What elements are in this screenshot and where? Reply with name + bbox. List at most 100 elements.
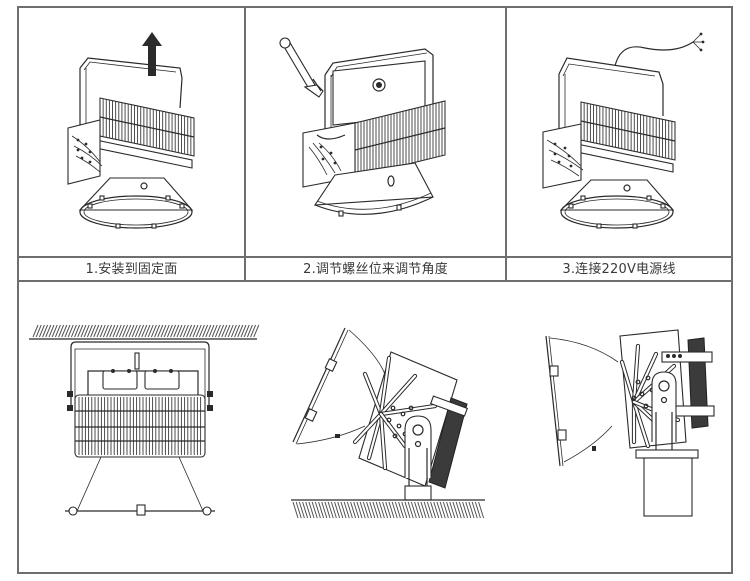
floor-mount-illustration — [285, 318, 485, 523]
hatch-line — [378, 501, 385, 519]
driver-cylinder — [428, 395, 468, 489]
hatch-line — [439, 501, 446, 519]
reflector-lamp — [313, 162, 434, 217]
hatch-line — [38, 324, 45, 338]
step-3-caption: 3.连接220V电源线 — [562, 262, 676, 277]
hatch-line — [157, 324, 164, 338]
step-2-illustration — [275, 35, 455, 235]
hatch-line — [426, 501, 433, 519]
hatch-line — [125, 324, 132, 338]
hatch-line — [83, 324, 90, 338]
hatch-line — [246, 324, 253, 338]
hatch-line — [449, 501, 456, 519]
hatch-line — [388, 501, 395, 519]
hatch-line — [324, 501, 331, 519]
heatsink — [354, 100, 446, 178]
hatch-line — [227, 324, 234, 338]
hatch-line — [224, 324, 231, 338]
hatch-line — [253, 324, 260, 338]
hatch-line — [42, 324, 49, 338]
hatch-line — [208, 324, 215, 338]
hatch-line — [186, 324, 193, 338]
hatch-line — [458, 501, 465, 519]
hatch-line — [202, 324, 209, 338]
hatch-line — [292, 501, 299, 519]
hatch-line — [372, 501, 379, 519]
hatch-line — [67, 324, 74, 338]
hatch-line — [32, 324, 39, 338]
hatch-line — [77, 324, 84, 338]
hatch-line — [189, 324, 196, 338]
hatch-line — [468, 501, 475, 519]
hatch-line — [144, 324, 151, 338]
hatch-line — [398, 501, 405, 519]
ground-surface — [291, 499, 485, 519]
power-cable — [614, 32, 705, 67]
hatch-line — [353, 501, 360, 519]
hatch-line — [343, 501, 350, 519]
hatch-line — [465, 501, 472, 519]
pedestal — [635, 449, 699, 517]
hatch-line — [305, 501, 312, 519]
hatch-line — [366, 501, 373, 519]
hatch-line — [182, 324, 189, 338]
hatch-line — [302, 501, 309, 519]
hatch-line — [192, 324, 199, 338]
hatch-line — [179, 324, 186, 338]
hatch-line — [93, 324, 100, 338]
hatch-line — [176, 324, 183, 338]
wrench-icon — [279, 37, 324, 98]
driver-box — [67, 119, 103, 185]
driver-boxes — [87, 352, 199, 395]
hatch-line — [134, 324, 141, 338]
hatch-line — [401, 501, 408, 519]
hatch-line — [163, 324, 170, 338]
hatch-line — [385, 501, 392, 519]
hatch-line — [311, 501, 318, 519]
hatch-line — [404, 501, 411, 519]
mount-arm — [651, 371, 677, 450]
hatch-line — [362, 501, 369, 519]
driver-box — [542, 123, 584, 189]
hatch-line — [214, 324, 221, 338]
hatch-line — [58, 324, 65, 338]
step-3-illustration — [535, 28, 715, 233]
hatch-line — [102, 324, 109, 338]
hatch-line — [112, 324, 119, 338]
hatch-line — [340, 501, 347, 519]
hatch-line — [407, 501, 414, 519]
hatch-line — [417, 501, 424, 519]
hatch-line — [154, 324, 161, 338]
hatch-line — [109, 324, 116, 338]
hatch-line — [237, 324, 244, 338]
hatch-line — [295, 501, 302, 519]
hatch-line — [64, 324, 71, 338]
heatsink-front — [74, 394, 206, 458]
hatch-line — [369, 501, 376, 519]
hatch-line — [166, 324, 173, 338]
hatch-line — [54, 324, 61, 338]
hatch-line — [442, 501, 449, 519]
hatch-line — [35, 324, 42, 338]
hatch-line — [122, 324, 129, 338]
hatch-line — [318, 501, 325, 519]
hatch-line — [298, 501, 305, 519]
hatch-line — [452, 501, 459, 519]
hatch-line — [160, 324, 167, 338]
heatsink — [576, 101, 676, 173]
hatch-line — [375, 501, 382, 519]
step-1-caption: 1.安装到固定面 — [85, 262, 178, 277]
hatch-line — [327, 501, 334, 519]
hatch-line — [115, 324, 122, 338]
hatch-line — [106, 324, 113, 338]
hatch-line — [234, 324, 241, 338]
divider-caption-bottom — [17, 280, 733, 282]
hatch-line — [96, 324, 103, 338]
hatch-line — [410, 501, 417, 519]
hatch-line — [70, 324, 77, 338]
hatch-line — [221, 324, 228, 338]
hatch-line — [382, 501, 389, 519]
hatch-line — [423, 501, 430, 519]
reflector-frame — [545, 335, 619, 467]
hatch-line — [455, 501, 462, 519]
